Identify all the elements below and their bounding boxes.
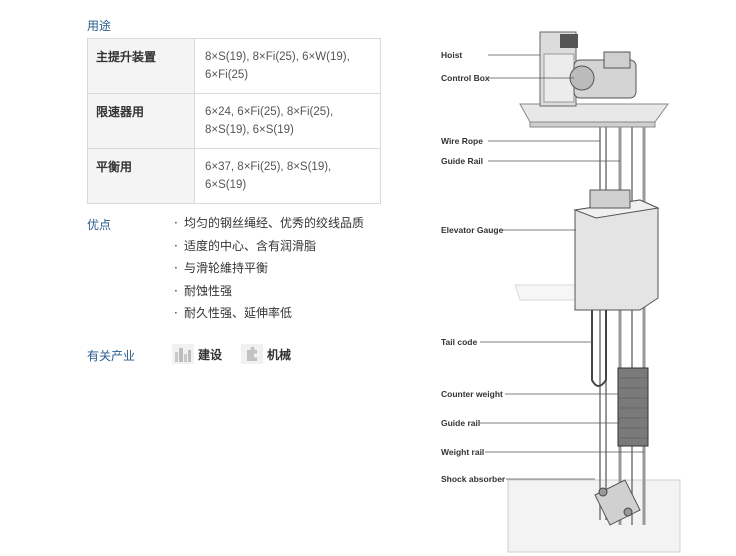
industry-link-machinery[interactable]: 机械	[241, 344, 291, 364]
label-weight-rail: Weight rail	[441, 447, 485, 457]
buffer-spring	[623, 507, 633, 517]
advantage-text: 耐久性强、延伸率低	[184, 306, 293, 320]
label-guide-rail-top: Guide Rail	[441, 156, 484, 166]
platform-edge	[529, 121, 656, 128]
list-item: ·耐蚀性强	[174, 283, 233, 298]
buffer-spring	[598, 487, 608, 497]
advantage-text: 均匀的钢丝绳经、优秀的绞线品质	[184, 216, 365, 230]
usage-value: 6×37, 8×Fi(25), 8×S(19), 6×S(19)	[194, 148, 381, 204]
usage-value: 6×24, 6×Fi(25), 8×Fi(25), 8×S(19), 6×S(1…	[194, 93, 381, 149]
shaft-floor	[507, 479, 681, 553]
industry-link-construction[interactable]: 建设	[172, 344, 222, 364]
car-header	[589, 189, 631, 209]
industry-label: 机械	[267, 347, 292, 362]
advantages-list: ·均匀的钢丝绳经、优秀的绞线品质 ·适度的中心、含有润滑脂 ·与滑轮維持平衡 ·…	[174, 214, 364, 327]
advantage-text: 与滑轮維持平衡	[184, 261, 269, 275]
label-control-box: Control Box	[441, 73, 490, 83]
list-item: ·适度的中心、含有润滑脂	[174, 238, 317, 253]
usage-table: 主提升装置 8×S(19), 8×Fi(25), 6×W(19), 6×Fi(2…	[87, 38, 381, 204]
list-item: ·耐久性强、延伸率低	[174, 306, 293, 320]
usage-key: 限速器用	[87, 93, 195, 149]
list-item: ·与滑轮維持平衡	[174, 261, 269, 275]
advantages-title: 优点	[87, 218, 112, 232]
label-wire-rope: Wire Rope	[441, 136, 483, 146]
control-box-display	[560, 34, 578, 48]
puzzle-gear-icon	[241, 344, 263, 364]
industry-label: 建设	[198, 347, 223, 362]
machine-platform	[519, 103, 669, 123]
label-tail-code: Tail code	[441, 337, 478, 347]
advantage-text: 耐蚀性强	[184, 283, 233, 298]
elevator-car	[574, 199, 659, 311]
table-row: 平衡用 6×37, 8×Fi(25), 8×S(19), 6×S(19)	[87, 148, 381, 204]
label-guide-rail: Guide rail	[441, 418, 481, 428]
usage-key: 平衡用	[87, 148, 195, 204]
tail-cable	[591, 310, 607, 387]
hoist-brake	[603, 51, 631, 69]
table-row: 限速器用 6×24, 6×Fi(25), 8×Fi(25), 8×S(19), …	[87, 93, 381, 149]
usage-title: 用途	[87, 19, 112, 33]
building-icon	[172, 344, 194, 364]
label-counter-weight: Counter weight	[441, 389, 503, 399]
industry-title: 有关产业	[87, 349, 136, 363]
label-shock-absorber: Shock absorber	[441, 474, 506, 484]
advantage-text: 适度的中心、含有润滑脂	[184, 238, 317, 253]
counter-weight	[617, 367, 649, 447]
usage-value: 8×S(19), 8×Fi(25), 6×W(19), 6×Fi(25)	[194, 38, 381, 94]
table-row: 主提升装置 8×S(19), 8×Fi(25), 6×W(19), 6×Fi(2…	[87, 38, 381, 94]
label-hoist: Hoist	[441, 50, 463, 60]
label-elevator-gauge: Elevator Gauge	[441, 225, 504, 235]
list-item: ·均匀的钢丝绳经、优秀的绞线品质	[174, 216, 365, 230]
